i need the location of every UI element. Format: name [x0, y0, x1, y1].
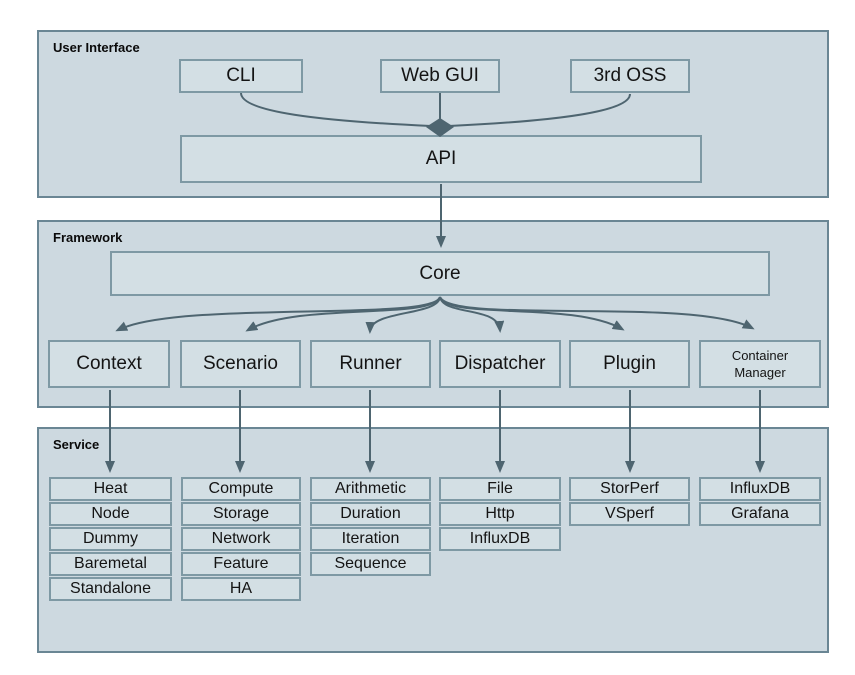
- box-api: API: [180, 135, 702, 183]
- service-item: Compute: [181, 477, 301, 501]
- box-3rd-oss: 3rd OSS: [570, 59, 690, 93]
- section-label-service: Service: [53, 437, 100, 452]
- box-core: Core: [110, 251, 770, 296]
- service-item: Duration: [310, 502, 431, 526]
- service-item: Node: [49, 502, 172, 526]
- service-item: Feature: [181, 552, 301, 576]
- service-item: File: [439, 477, 561, 501]
- service-item: StorPerf: [569, 477, 690, 501]
- service-item: Storage: [181, 502, 301, 526]
- box-plugin: Plugin: [569, 340, 690, 388]
- service-item: Standalone: [49, 577, 172, 601]
- service-item: HA: [181, 577, 301, 601]
- service-item: Network: [181, 527, 301, 551]
- service-item: InfluxDB: [699, 477, 821, 501]
- service-item: Arithmetic: [310, 477, 431, 501]
- service-item: VSperf: [569, 502, 690, 526]
- service-item: Dummy: [49, 527, 172, 551]
- box-scenario: Scenario: [180, 340, 301, 388]
- service-item: Baremetal: [49, 552, 172, 576]
- service-item: InfluxDB: [439, 527, 561, 551]
- section-label-framework: Framework: [53, 230, 123, 245]
- service-item: Http: [439, 502, 561, 526]
- service-item: Sequence: [310, 552, 431, 576]
- box-container-manager: Container Manager: [699, 340, 821, 388]
- box-cli: CLI: [179, 59, 303, 93]
- box-web-gui: Web GUI: [380, 59, 500, 93]
- service-item: Iteration: [310, 527, 431, 551]
- box-dispatcher: Dispatcher: [439, 340, 561, 388]
- box-context: Context: [48, 340, 170, 388]
- service-item: Grafana: [699, 502, 821, 526]
- section-label-user-interface: User Interface: [53, 40, 140, 55]
- service-item: Heat: [49, 477, 172, 501]
- box-runner: Runner: [310, 340, 431, 388]
